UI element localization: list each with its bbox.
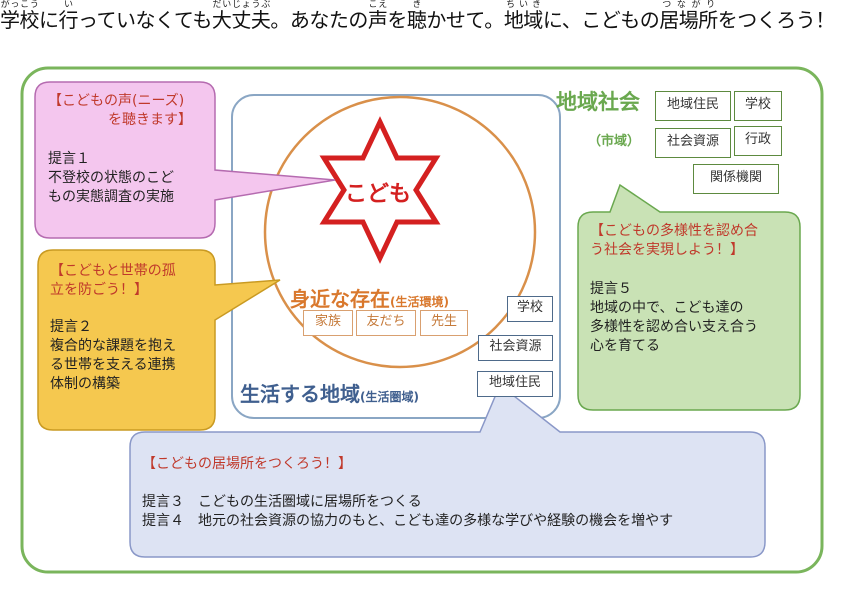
living-area-title: 生活する地域(生活圏域) (240, 378, 419, 407)
living-item: 地域住民 (477, 371, 553, 397)
community-item: 関係機関 (693, 164, 779, 194)
title-segment: 聴 (406, 8, 427, 32)
community-item: 地域住民 (655, 91, 731, 121)
title-ruby-word: 居場所つながり (659, 0, 718, 32)
blue-callout (129, 383, 766, 558)
proposal-text: もの実態調査の実施 (48, 189, 174, 205)
living-label: 生活する地域 (240, 382, 360, 406)
title-segment: 学校 (0, 8, 40, 32)
title-furigana: い (58, 0, 79, 10)
star-label: こども (345, 182, 412, 207)
title-segment: 大丈夫 (211, 8, 271, 32)
proposal-text: 体制の構築 (50, 376, 120, 392)
page-title: 学校がっこうに行いっていなくても大丈夫だいじょうぶ。あなたの声こえを聴きかせて。… (0, 0, 841, 33)
proposal-number: 提言５ (590, 281, 632, 297)
title-ruby-word: 声こえ (367, 0, 388, 32)
title-segment: に (39, 8, 59, 32)
proposal-text: 多様性を認め合い支え合う (590, 319, 758, 335)
title-segment: を (387, 8, 407, 32)
callout-heading: 【こどもの声(ニーズ) (48, 93, 185, 109)
proposal-text: る世帯を支える連携 (50, 357, 176, 373)
callout-heading: を聴きます】 (108, 112, 192, 128)
callout-heading: 立を防ごう！】 (50, 282, 148, 298)
callout-heading: 【こどもの多様性を認め合 (590, 223, 758, 239)
community-item: 行政 (734, 126, 782, 156)
title-segment: 地域 (503, 8, 544, 32)
green-callout-text: 【こどもの多様性を認め合 う社会を実現しよう！】 提言５ 地域の中で、こども達の… (590, 222, 758, 356)
community-label: 地域社会 (556, 90, 640, 114)
living-sub: (生活圏域) (360, 390, 419, 404)
close-item: 友だち (356, 310, 416, 336)
living-item: 学校 (507, 296, 553, 322)
title-furigana: つながり (659, 0, 718, 10)
proposal-text: 提言３ こどもの生活圏域に居場所をつくる (142, 494, 422, 510)
living-item: 社会資源 (478, 335, 553, 361)
proposal-text: 提言４ 地元の社会資源の協力のもと、こども達の多様な学びや経験の機会を増やす (142, 513, 674, 529)
title-furigana: ちいき (503, 0, 543, 10)
title-segment: 居場所 (659, 8, 718, 32)
title-segment: に、こどもの (542, 8, 660, 32)
pink-callout (34, 81, 336, 239)
title-ruby-word: 地域ちいき (503, 0, 544, 32)
title-segment: 行 (58, 8, 79, 32)
title-ruby-word: 学校がっこう (0, 0, 40, 32)
title-segment: 。あなたの (270, 8, 368, 32)
callout-heading: 【こどもの居場所をつくろう！】 (142, 456, 352, 472)
community-item: 学校 (734, 91, 782, 121)
title-ruby-word: 大丈夫だいじょうぶ (211, 0, 271, 32)
close-sub: (生活環境) (390, 295, 449, 309)
callout-heading: う社会を実現しよう！】 (590, 242, 744, 258)
blue-callout-text: 【こどもの居場所をつくろう！】 提言３ こどもの生活圏域に居場所をつくる 提言４… (142, 455, 673, 531)
proposal-number: 提言１ (48, 151, 90, 167)
title-ruby-word: 聴き (406, 0, 427, 32)
title-segment: をつくろう！ (717, 8, 836, 32)
close-item: 家族 (303, 310, 353, 336)
yellow-callout (37, 249, 281, 431)
title-segment: 声 (367, 8, 388, 32)
title-furigana: だいじょうぶ (211, 0, 271, 10)
proposal-text: 地域の中で、こども達の (590, 300, 744, 316)
close-presence: 身近な存在(生活環境) (290, 283, 449, 312)
community-item: 社会資源 (655, 128, 731, 158)
title-ruby-word: 行い (58, 0, 79, 32)
star-icon (319, 116, 441, 264)
proposal-number: 提言２ (50, 319, 92, 335)
close-label: 身近な存在 (290, 287, 390, 311)
title-furigana: がっこう (0, 0, 39, 10)
yellow-callout-text: 【こどもと世帯の孤 立を防ごう！】 提言２ 複合的な課題を抱え る世帯を支える連… (50, 262, 176, 394)
proposal-text: 心を育てる (590, 338, 660, 354)
title-furigana: こえ (367, 0, 388, 10)
callout-heading: 【こどもと世帯の孤 (50, 263, 176, 279)
title-segment: っていなくても (78, 8, 212, 32)
pink-callout-text: 【こどもの声(ニーズ) を聴きます】 提言１ 不登校の状態のこど もの実態調査の… (48, 92, 192, 207)
green-callout (577, 183, 801, 411)
title-furigana: き (406, 0, 427, 10)
close-item: 先生 (420, 310, 468, 336)
title-segment: かせて。 (426, 8, 504, 32)
community-sub: （市域） (588, 134, 641, 149)
proposal-text: 不登校の状態のこど (48, 170, 174, 186)
proposal-text: 複合的な課題を抱え (50, 338, 176, 354)
